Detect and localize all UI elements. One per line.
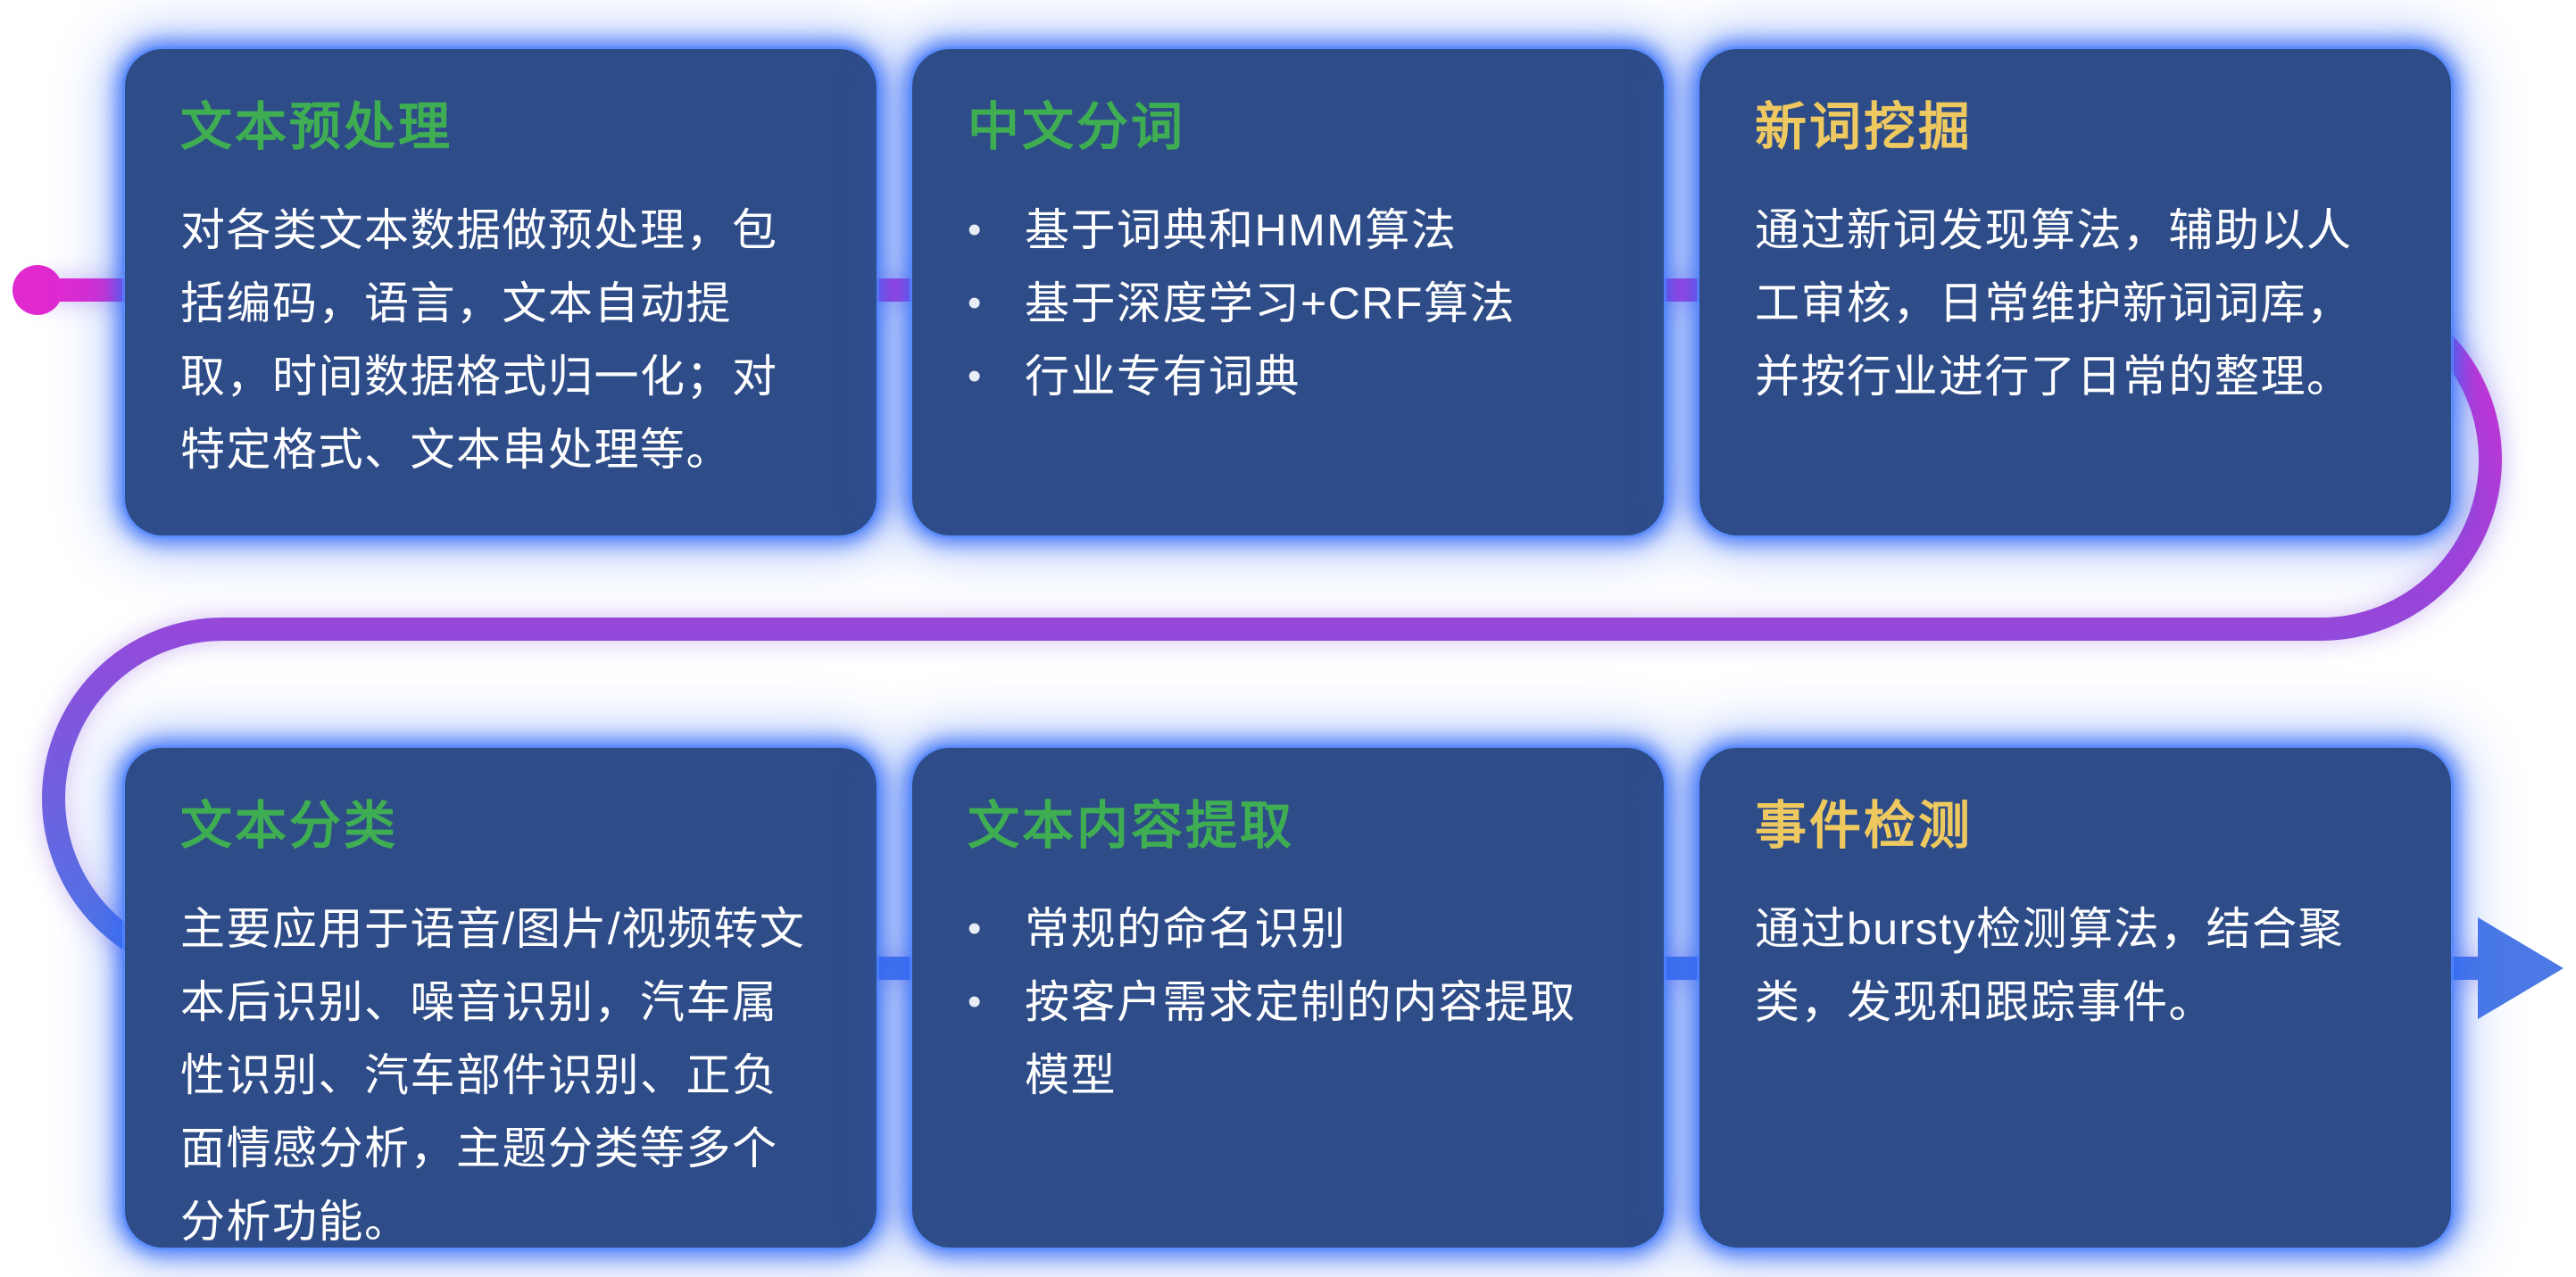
bullet-item: • 基于深度学习+CRF算法 <box>968 267 1608 340</box>
card-title: 文本分类 <box>180 797 399 855</box>
bullet-icon: • <box>968 280 983 325</box>
bullet-icon: • <box>968 979 983 1024</box>
card-chinese-word-segmentation: 中文分词 • 基于词典和HMM算法 • 基于深度学习+CRF算法 • 行业专有词… <box>912 49 1664 535</box>
card-title: 新词挖掘 <box>1755 98 1974 156</box>
card-body: 通过bursty检测算法，结合聚类，发现和跟踪事件。 <box>1755 903 2345 1027</box>
card-event-detection: 事件检测 通过bursty检测算法，结合聚类，发现和跟踪事件。 <box>1699 748 2451 1248</box>
card-text-classification: 文本分类 主要应用于语音/图片/视频转文本后识别、噪音识别，汽车属性识别、汽车部… <box>125 748 877 1248</box>
bullet-icon: • <box>968 353 983 398</box>
card-bullet-list: • 常规的命名识别 • 按客户需求定制的内容提取模型 <box>968 892 1608 1112</box>
bullet-text: 常规的命名识别 <box>1025 903 1347 954</box>
bullet-item: • 基于词典和HMM算法 <box>968 194 1608 267</box>
card-bullet-list: • 基于词典和HMM算法 • 基于深度学习+CRF算法 • 行业专有词典 <box>968 194 1608 413</box>
bullet-item: • 行业专有词典 <box>968 340 1608 413</box>
card-new-word-mining: 新词挖掘 通过新词发现算法，辅助以人工审核，日常维护新词词库，并按行业进行了日常… <box>1699 49 2451 535</box>
bullet-item: • 常规的命名识别 <box>968 892 1608 966</box>
bullet-icon: • <box>968 207 983 252</box>
card-title: 中文分词 <box>968 98 1186 156</box>
card-body: 通过新词发现算法，辅助以人工审核，日常维护新词词库，并按行业进行了日常的整理。 <box>1755 204 2353 402</box>
card-text-preprocessing: 文本预处理 对各类文本数据做预处理，包括编码，语言，文本自动提取，时间数据格式归… <box>125 49 877 535</box>
card-title: 文本内容提取 <box>968 797 1295 855</box>
card-text-content-extraction: 文本内容提取 • 常规的命名识别 • 按客户需求定制的内容提取模型 <box>912 748 1664 1248</box>
card-body: 对各类文本数据做预处理，包括编码，语言，文本自动提取，时间数据格式归一化；对特定… <box>180 204 778 475</box>
card-title: 事件检测 <box>1755 797 1974 855</box>
bullet-item: • 按客户需求定制的内容提取模型 <box>968 966 1608 1112</box>
bullet-text: 基于深度学习+CRF算法 <box>1025 278 1516 328</box>
card-title: 文本预处理 <box>180 98 453 156</box>
card-body: 主要应用于语音/图片/视频转文本后识别、噪音识别，汽车属性识别、汽车部件识别、正… <box>180 903 806 1247</box>
flow-start-dot-icon <box>12 265 62 315</box>
bullet-text: 按客户需求定制的内容提取模型 <box>1025 976 1576 1100</box>
flow-path <box>37 278 2503 980</box>
bullet-text: 基于词典和HMM算法 <box>1025 204 1458 255</box>
flow-arrow-icon <box>2478 917 2564 1019</box>
bullet-icon: • <box>968 906 983 950</box>
bullet-text: 行业专有词典 <box>1025 351 1300 402</box>
